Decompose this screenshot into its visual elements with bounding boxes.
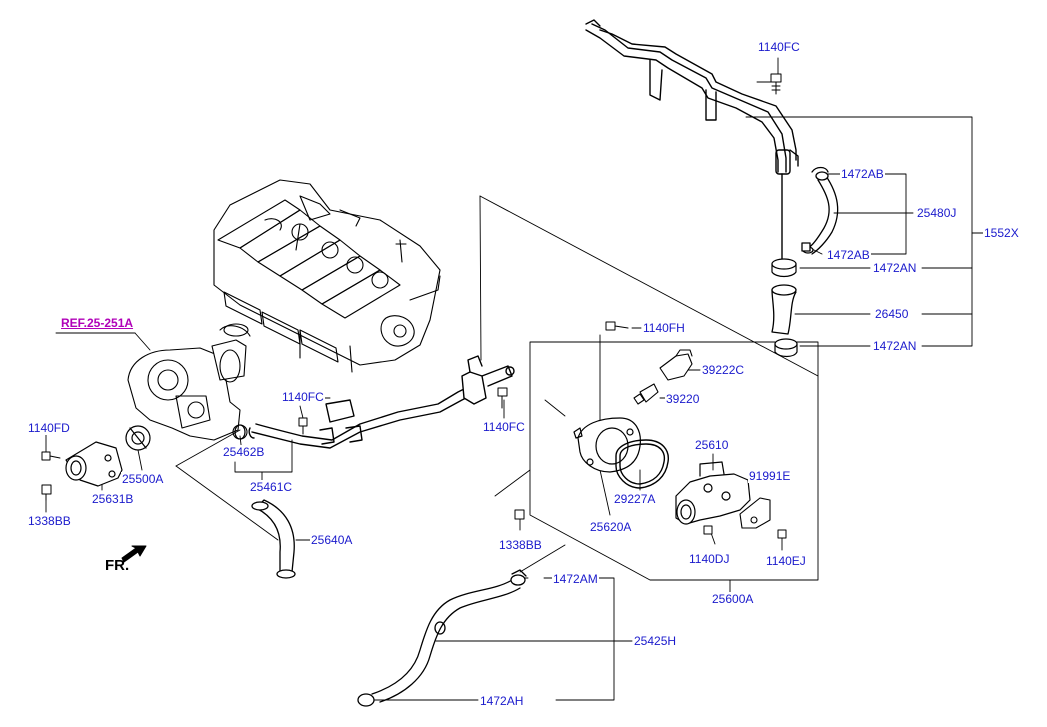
label-1140DJ[interactable]: 1140DJ [688,552,731,566]
hose-25640A [251,499,296,579]
label-1472AB-bottom[interactable]: 1472AB [826,248,871,262]
thermostat-25500A [125,425,151,451]
hose-26450 [771,284,797,335]
label-25631B[interactable]: 25631B [91,492,135,506]
label-29227A[interactable]: 29227A [613,492,657,506]
label-1472AN-top[interactable]: 1472AN [872,261,918,275]
bolt-1140FD [41,451,61,461]
coolant-pipe-25461C [248,355,515,449]
leader-lines [45,57,985,701]
label-1472AM[interactable]: 1472AM [552,572,599,586]
label-1140EJ[interactable]: 1140EJ [765,554,807,568]
bolt-1140DJ [703,525,713,535]
label-26450[interactable]: 26450 [874,307,910,321]
clamp-1472AN-top [771,258,797,278]
label-1472AH[interactable]: 1472AH [479,694,525,708]
bolt-1140EJ [777,529,787,539]
gasket-29227A [615,439,669,489]
housing-25620A [573,417,641,473]
label-1472AB-top[interactable]: 1472AB [840,167,885,181]
water-pump [127,323,251,441]
label-25600A[interactable]: 25600A [711,592,755,606]
label-1338BB-mid[interactable]: 1338BB [498,538,543,552]
sensor-39222C [659,349,693,381]
label-ref-25-251A[interactable]: REF.25-251A [60,316,135,330]
front-direction-arrow [121,545,147,563]
gasket-25462B [234,424,246,440]
label-1552X[interactable]: 1552X [983,226,1020,240]
label-25461C[interactable]: 25461C [249,480,294,494]
label-1140FH[interactable]: 1140FH [642,321,686,335]
hose-25425H [357,569,527,707]
label-39222C[interactable]: 39222C [701,363,746,377]
bolt-1338BB-mid [514,509,525,520]
cylinder-head [213,179,441,373]
label-25500A[interactable]: 25500A [121,472,165,486]
label-1472AN-bottom[interactable]: 1472AN [872,339,918,353]
label-1140FC-mid[interactable]: 1140FC [281,390,325,404]
bolt-1140FC-right [497,387,508,409]
hose-25480J [801,166,839,255]
bolt-1140FC-top [770,73,782,95]
bracket-91991E [739,497,771,529]
label-1140FC-top[interactable]: 1140FC [757,40,801,54]
label-39220[interactable]: 39220 [665,392,701,406]
bolt-1140FC-mid [298,417,308,435]
label-91991E[interactable]: 91991E [748,469,792,483]
label-25480J[interactable]: 25480J [916,206,958,220]
cooling-pipe-upper [585,19,799,265]
label-25610[interactable]: 25610 [694,438,730,452]
thermostat-housing-25631B [65,441,123,487]
outlet-25610 [675,461,751,525]
bolt-1140FH [605,321,629,331]
sensor-39220 [633,383,659,405]
label-1140FD[interactable]: 1140FD [27,421,71,435]
bolt-1338BB-left [41,484,52,501]
clamp-1472AN-bottom [774,338,798,358]
label-25462B[interactable]: 25462B [222,445,266,459]
label-25425H[interactable]: 25425H [633,634,678,648]
label-front-direction: FR. [105,557,130,574]
label-1140FC-right[interactable]: 1140FC [482,420,526,434]
label-25640A[interactable]: 25640A [310,533,354,547]
label-1338BB-left[interactable]: 1338BB [27,514,72,528]
label-25620A[interactable]: 25620A [589,520,633,534]
